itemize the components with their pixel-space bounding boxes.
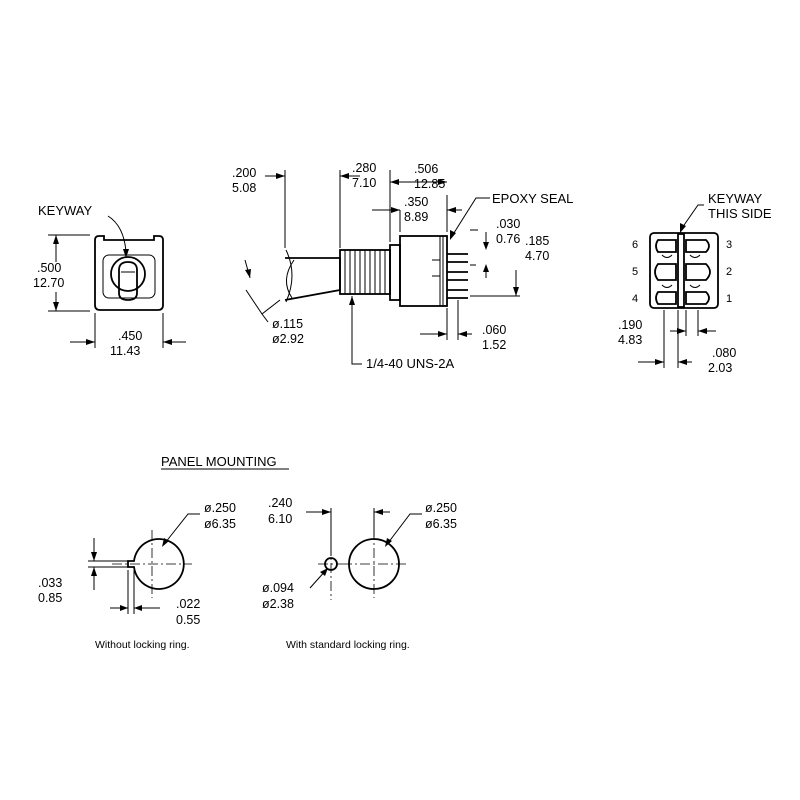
- locking-hole-diameter-leader: [309, 568, 328, 589]
- cutout-without-locking-ring: [112, 530, 192, 598]
- lever-diameter-dimension: [244, 259, 281, 323]
- locking-hole-diameter-in: ø.094: [262, 581, 294, 595]
- keyway-this-side-leader: [681, 204, 704, 229]
- lever-diameter-in: ø.115: [272, 317, 303, 331]
- side-case: [389, 235, 448, 307]
- left-diameter-in: ø.250: [204, 501, 236, 515]
- right-diameter-mm: ø6.35: [425, 517, 457, 531]
- panel-mounting-title: PANEL MOUNTING: [161, 454, 277, 469]
- lever-diameter-mm: ø2.92: [272, 332, 304, 346]
- left-diameter-leader: [162, 513, 200, 547]
- front-view-body-outline: [94, 235, 164, 311]
- terminal-thickness-in: .030: [496, 217, 520, 231]
- keyway-height-dimension: [88, 538, 128, 590]
- right-diameter-in: ø.250: [425, 501, 457, 515]
- left-diameter-mm: ø6.35: [204, 517, 236, 531]
- front-width-mm: 11.43: [110, 344, 140, 358]
- terminal-view: 6 5 4 3 2 1 KEYWAY THIS SIDE .190 4.83 .…: [618, 191, 772, 375]
- body-length-mm: 12.85: [414, 177, 445, 191]
- right-diameter-leader: [385, 513, 422, 547]
- side-top-dimensions: [265, 170, 462, 248]
- keyway-width-mm: 0.55: [176, 613, 200, 627]
- terminal-view-body: [649, 232, 719, 309]
- front-view: KEYWAY .500 12.70 .450 11.43: [30, 203, 186, 358]
- terminal-spacing-mm: 4.83: [618, 333, 642, 347]
- pin-label-3: 3: [726, 239, 732, 251]
- center-offset-dimension: [306, 508, 390, 556]
- pad-width-in: .080: [712, 346, 736, 360]
- front-width-dimension: [70, 313, 186, 348]
- front-keyway-leader: [107, 215, 127, 253]
- bushing-length-mm: 7.10: [352, 176, 376, 190]
- keyway-height-mm: 0.85: [38, 591, 62, 605]
- terminal-offset-in: .060: [482, 323, 506, 337]
- terminal-length-in: .185: [525, 234, 549, 248]
- terminal-offset-dimension: [420, 300, 472, 340]
- side-threaded-bushing: [339, 249, 391, 295]
- thread-callout: 1/4-40 UNS-2A: [366, 356, 454, 371]
- front-height-in: .500: [37, 261, 61, 275]
- bushing-length-in: .280: [352, 161, 376, 175]
- front-height-dimension: [30, 234, 90, 312]
- case-length-mm: 8.89: [404, 210, 428, 224]
- epoxy-seal-leader: [451, 197, 490, 237]
- front-keyway-label: KEYWAY: [38, 203, 93, 218]
- front-width-in: .450: [118, 329, 142, 343]
- keyway-width-dimension: [110, 570, 160, 614]
- side-terminals: [447, 253, 468, 299]
- terminal-spacing-dimension: [638, 310, 716, 368]
- body-length-in: .506: [414, 162, 438, 176]
- keyway-slot: [677, 233, 685, 308]
- terminal-right-dimensions: [470, 229, 540, 297]
- terminal-offset-mm: 1.52: [482, 338, 506, 352]
- keyway-height-in: .033: [38, 576, 62, 590]
- pin-label-5: 5: [632, 266, 638, 278]
- caption-with-locking-ring: With standard locking ring.: [286, 639, 410, 651]
- side-lever: [284, 249, 341, 303]
- lever-length-mm: 5.08: [232, 181, 256, 195]
- pin-label-1: 1: [726, 293, 732, 305]
- terminal-spacing-in: .190: [618, 318, 642, 332]
- caption-without-locking-ring: Without locking ring.: [95, 639, 190, 651]
- epoxy-seal-label: EPOXY SEAL: [492, 191, 573, 206]
- pin-label-6: 6: [632, 239, 638, 251]
- front-height-mm: 12.70: [33, 276, 64, 290]
- case-length-in: .350: [404, 195, 428, 209]
- terminal-pads: [654, 239, 711, 305]
- locking-hole-diameter-mm: ø2.38: [262, 597, 294, 611]
- keyway-width-in: .022: [176, 597, 200, 611]
- keyway-this-side-label-2: THIS SIDE: [708, 206, 772, 221]
- front-view-bushing: [110, 256, 146, 301]
- side-view: .200 5.08 .280 7.10 .506 12.85 .350 8.89…: [232, 161, 573, 371]
- terminal-thickness-mm: 0.76: [496, 232, 520, 246]
- thread-callout-leader: [349, 296, 362, 365]
- terminal-length-mm: 4.70: [525, 249, 549, 263]
- lever-length-in: .200: [232, 166, 256, 180]
- panel-mounting-section: PANEL MOUNTING ø.250 ø6.35 .033 0.85 .02…: [38, 454, 457, 651]
- center-offset-in: .240: [268, 496, 292, 510]
- keyway-this-side-label-1: KEYWAY: [708, 191, 763, 206]
- cutout-with-locking-ring: [318, 530, 408, 600]
- pad-width-mm: 2.03: [708, 361, 732, 375]
- pin-label-4: 4: [632, 293, 638, 305]
- pin-label-2: 2: [726, 266, 732, 278]
- center-offset-mm: 6.10: [268, 512, 292, 526]
